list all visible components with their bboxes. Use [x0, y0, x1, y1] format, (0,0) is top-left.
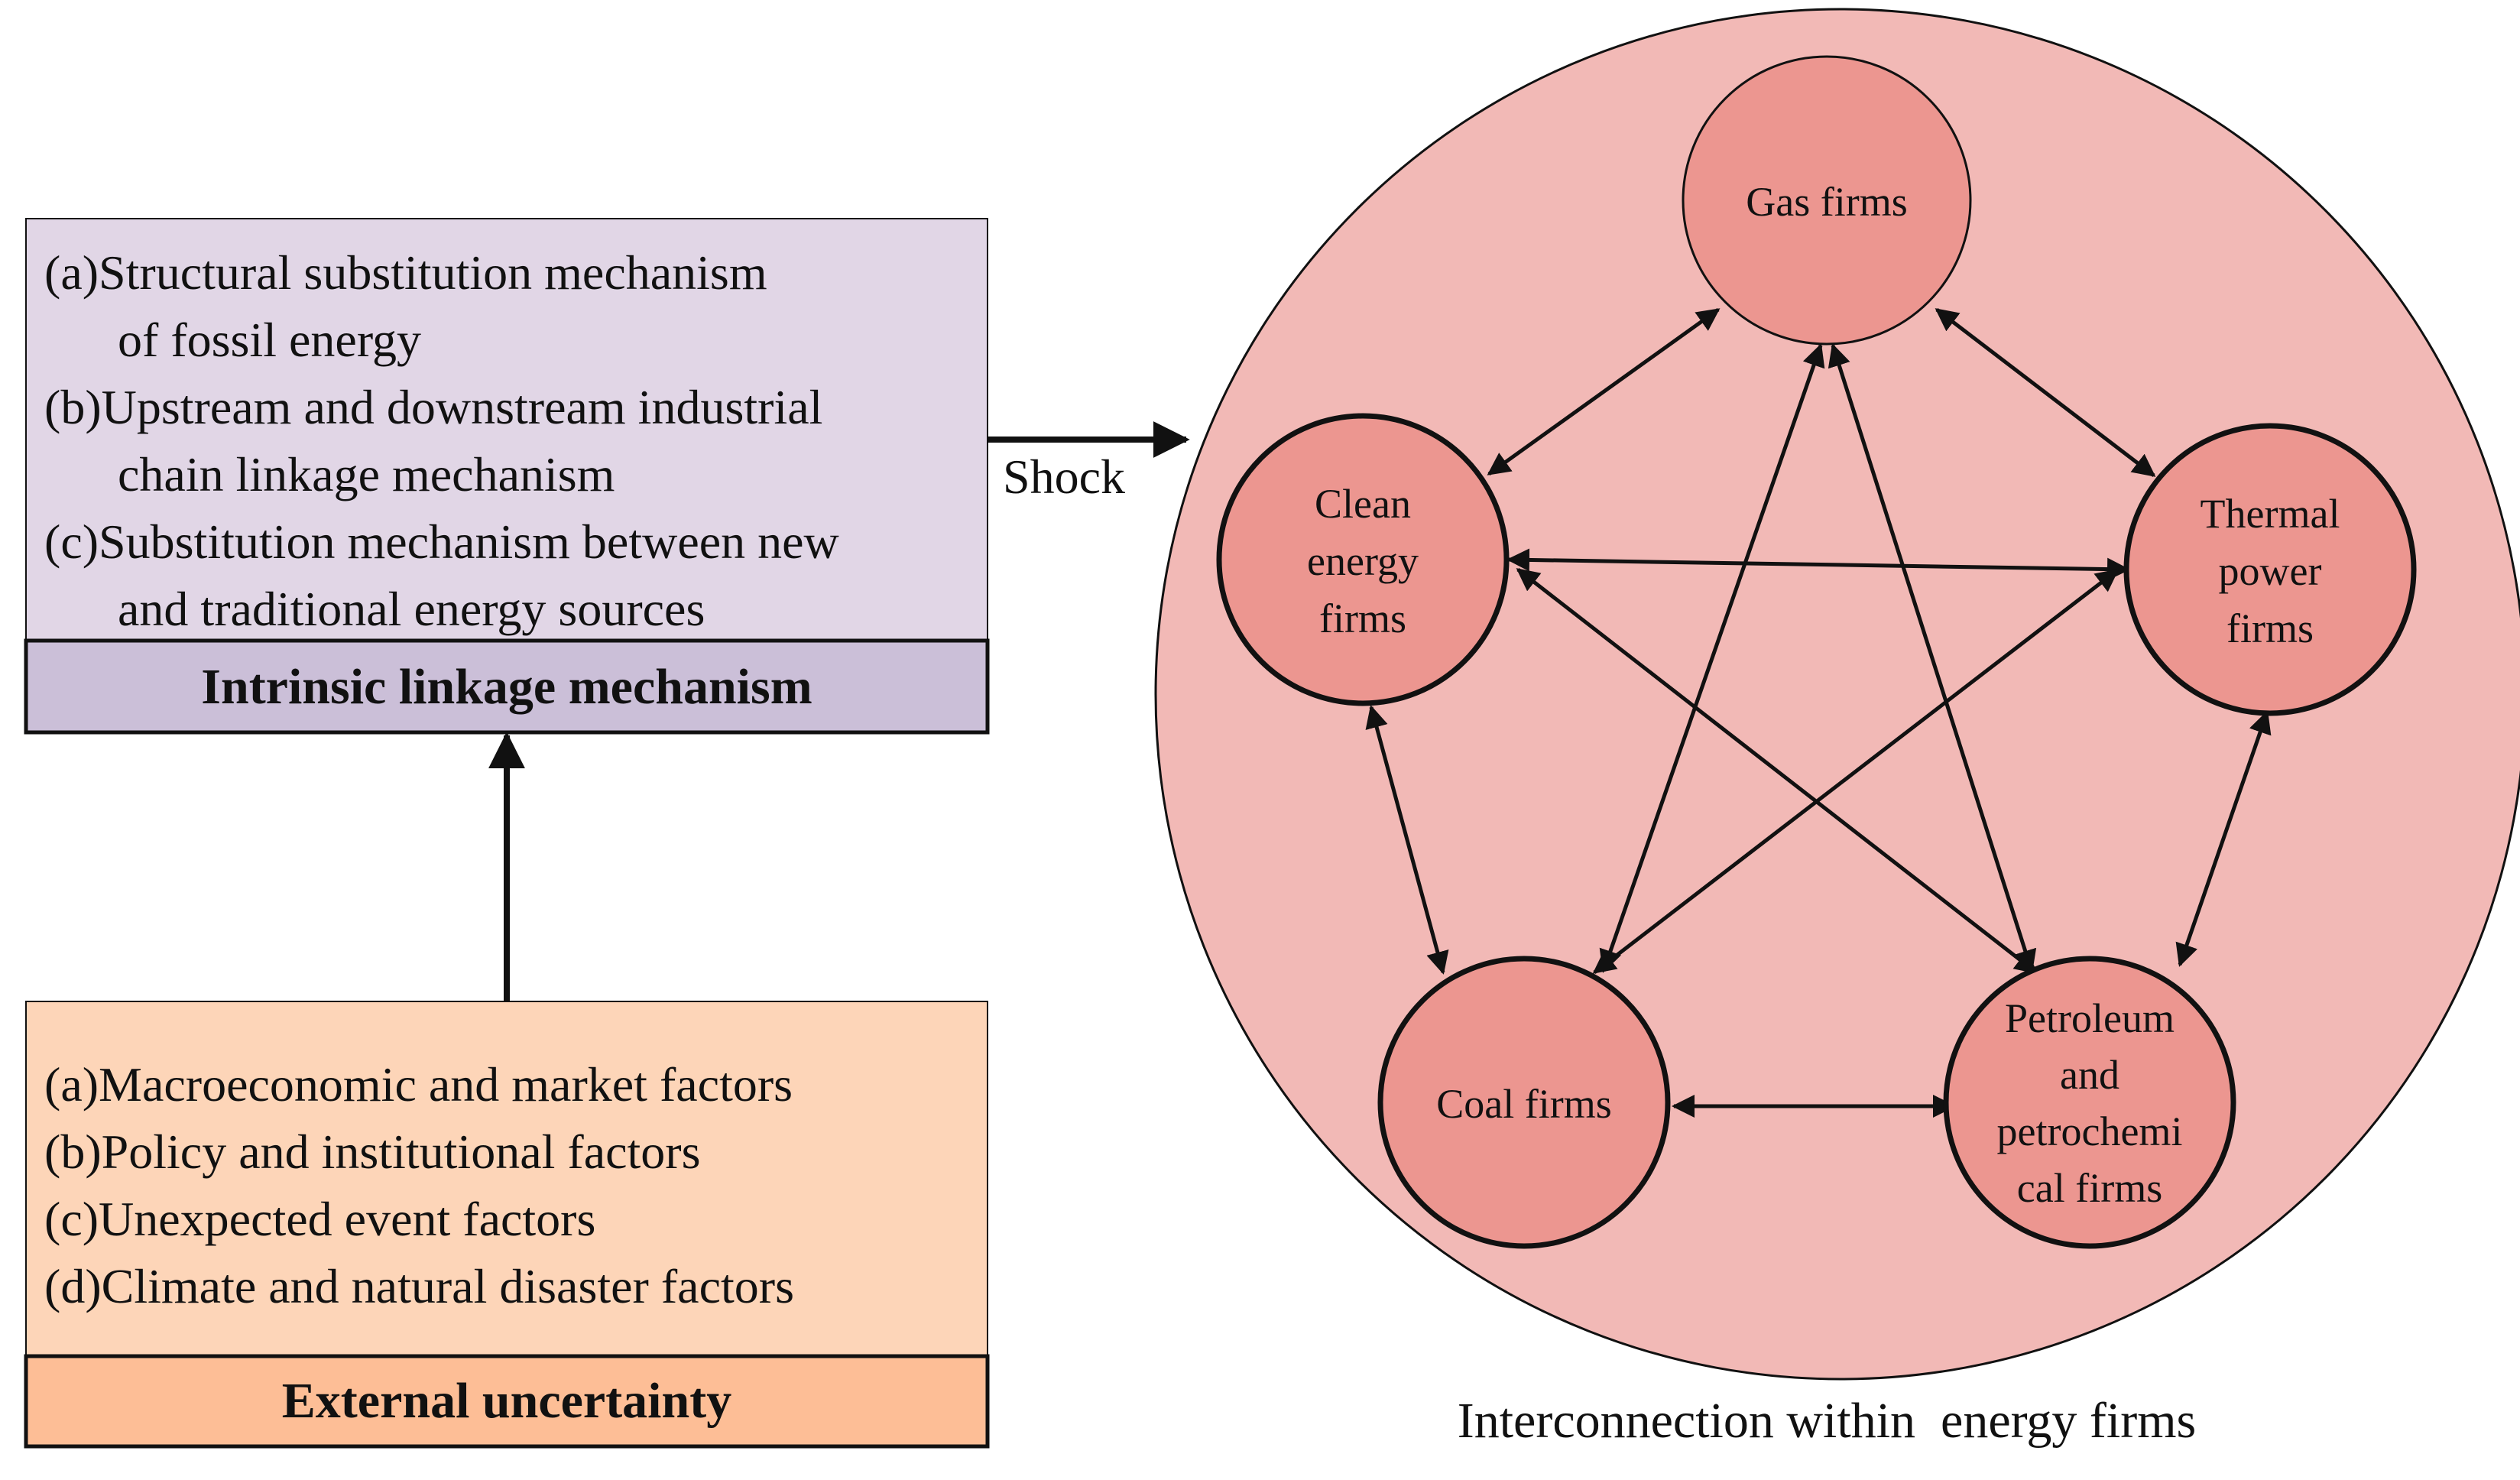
intrinsic-item-c: (c)Substitution mechanism between new — [44, 514, 839, 569]
edge-gas-thermal — [1935, 308, 2156, 477]
intrinsic-title-bar — [24, 638, 990, 735]
node-clean-energy: Clean energy firms — [1216, 413, 1510, 706]
petroleum-node-label-2: and — [2060, 1052, 2119, 1098]
external-title: External uncertainty — [282, 1373, 731, 1429]
node-gas: Gas firms — [1682, 55, 1972, 346]
network-edges — [1365, 307, 2272, 1118]
petroleum-node-circle — [1943, 956, 2236, 1249]
edge-clean-thermal — [1506, 548, 2130, 581]
node-thermal-power: Thermal power firms — [2123, 423, 2417, 716]
node-coal: Coal firms — [1377, 956, 1671, 1249]
petroleum-node-label-3: petrochemi — [1997, 1108, 2183, 1154]
edge-thermal-petroleum — [2175, 710, 2272, 967]
coal-node-label: Coal firms — [1436, 1081, 1611, 1127]
network-caption: Interconnection within energy firms — [1458, 1393, 2197, 1449]
clean-node-label-2: energy — [1307, 538, 1419, 584]
edge-clean-coal — [1365, 705, 1449, 975]
intrinsic-title: Intrinsic linkage mechanism — [201, 659, 812, 715]
gas-node-label: Gas firms — [1746, 179, 1907, 225]
external-item-a: (a)Macroeconomic and market factors — [44, 1057, 793, 1112]
intrinsic-item-a: (a)Structural substitution mechanism — [44, 245, 767, 300]
intrinsic-item-b: (b)Upstream and downstream industrial — [44, 380, 822, 434]
external-item-d: (d)Climate and natural disaster factors — [44, 1259, 794, 1313]
clean-node-circle — [1216, 413, 1510, 706]
coal-node-circle — [1377, 956, 1671, 1249]
thermal-node-circle — [2123, 423, 2417, 716]
external-item-b: (b)Policy and institutional factors — [44, 1125, 701, 1179]
thermal-node-label-2: power — [2219, 548, 2322, 594]
gas-node-circle — [1682, 55, 1972, 346]
intrinsic-item-a-cont: of fossil energy — [118, 313, 421, 367]
edge-thermal-coal — [1592, 569, 2119, 974]
external-item-c: (c)Unexpected event factors — [44, 1192, 595, 1246]
petroleum-node-label-4: cal firms — [2017, 1165, 2162, 1211]
external-title-bar — [24, 1354, 990, 1449]
intrinsic-item-c-cont: and traditional energy sources — [118, 582, 705, 636]
thermal-node-label-3: firms — [2226, 605, 2314, 651]
intrinsic-item-b-cont: chain linkage mechanism — [118, 447, 615, 501]
shock-label: Shock — [1003, 450, 1125, 504]
clean-node-label-3: firms — [1319, 596, 1406, 641]
petroleum-node-label-1: Petroleum — [2005, 995, 2175, 1041]
node-petroleum: Petroleum and petrochemi cal firms — [1943, 956, 2236, 1249]
intrinsic-content-panel — [25, 218, 988, 641]
thermal-node-label-1: Thermal — [2201, 491, 2340, 537]
external-uncertainty-box: (a)Macroeconomic and market factors (b)P… — [24, 1001, 990, 1449]
intrinsic-linkage-box: (a)Structural substitution mechanism of … — [24, 218, 990, 735]
clean-node-label-1: Clean — [1315, 481, 1411, 527]
